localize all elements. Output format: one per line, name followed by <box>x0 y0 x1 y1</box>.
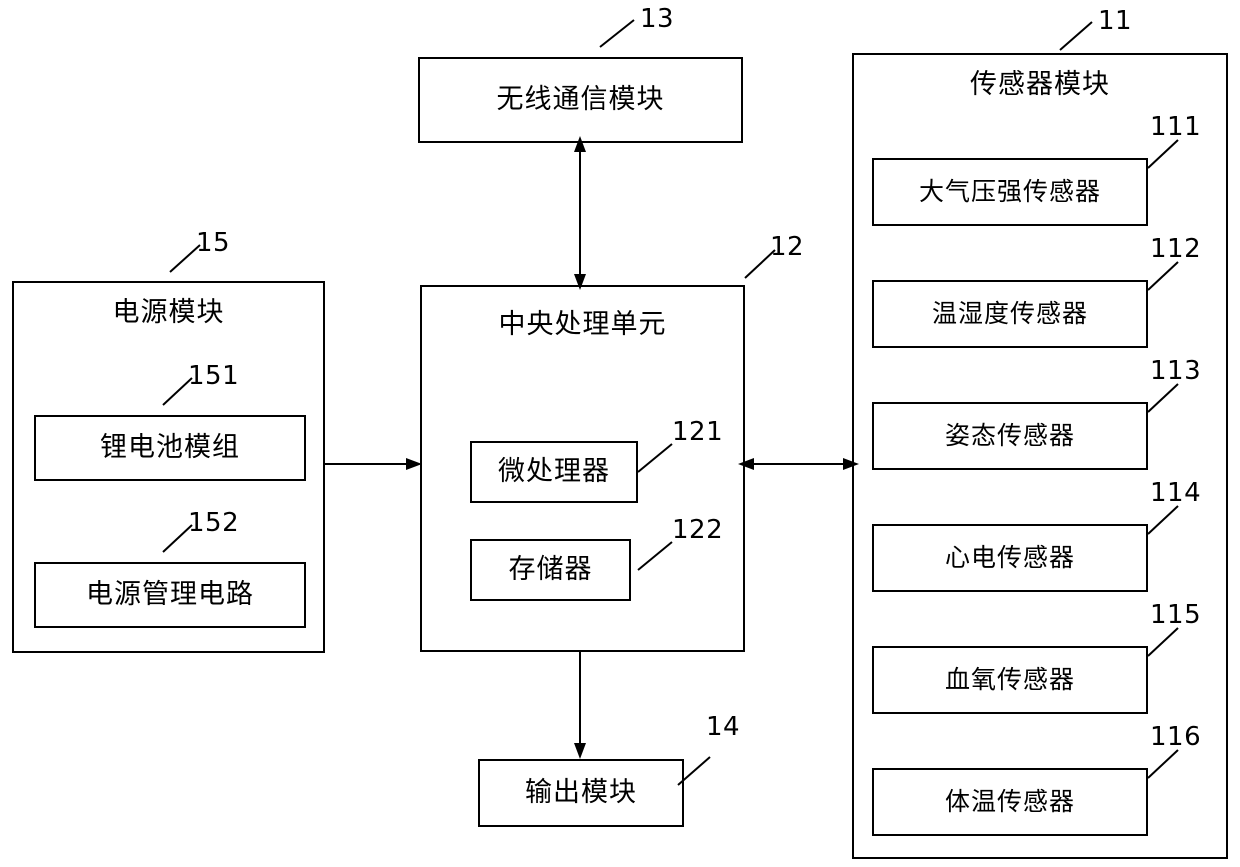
block-power-management-circuit[interactable]: 电源管理电路 <box>34 562 306 628</box>
block-power-module-label: 电源模块 <box>112 297 225 328</box>
ref-number-111: 111 <box>1150 112 1202 142</box>
block-sensor-attitude[interactable]: 姿态传感器 <box>872 402 1148 470</box>
block-sensor-blood-oxygen[interactable]: 血氧传感器 <box>872 646 1148 714</box>
block-sensor-module-label: 传感器模块 <box>970 69 1110 100</box>
block-lithium-battery-pack-label: 锂电池模组 <box>100 431 240 463</box>
ref-number-152: 152 <box>188 508 240 538</box>
block-sensor-attitude-label: 姿态传感器 <box>944 421 1075 450</box>
block-output-module-label: 输出模块 <box>525 776 637 808</box>
block-sensor-ecg[interactable]: 心电传感器 <box>872 524 1148 592</box>
block-lithium-battery-pack[interactable]: 锂电池模组 <box>34 415 306 481</box>
block-sensor-body-temperature[interactable]: 体温传感器 <box>872 768 1148 836</box>
ref-number-113: 113 <box>1150 356 1202 386</box>
block-sensor-blood-oxygen-label: 血氧传感器 <box>944 665 1075 694</box>
ref-number-115: 115 <box>1150 600 1202 630</box>
block-microprocessor[interactable]: 微处理器 <box>470 441 638 503</box>
block-output-module[interactable]: 输出模块 <box>478 759 684 827</box>
ref-number-13: 13 <box>640 4 675 34</box>
block-wireless-module-label: 无线通信模块 <box>496 83 665 115</box>
ref-number-112: 112 <box>1150 234 1202 264</box>
block-memory-label: 存储器 <box>508 553 593 585</box>
block-microprocessor-label: 微处理器 <box>498 455 610 487</box>
ref-number-15: 15 <box>196 228 231 258</box>
block-sensor-atmospheric-pressure-label: 大气压强传感器 <box>918 177 1101 206</box>
block-sensor-ecg-label: 心电传感器 <box>944 543 1075 572</box>
block-wireless-module[interactable]: 无线通信模块 <box>418 57 743 143</box>
ref-number-11: 11 <box>1098 6 1133 36</box>
ref-number-151: 151 <box>188 361 240 391</box>
block-sensor-body-temperature-label: 体温传感器 <box>944 787 1075 816</box>
block-power-management-circuit-label: 电源管理电路 <box>86 578 254 610</box>
ref-number-121: 121 <box>672 417 724 447</box>
block-power-module[interactable]: 电源模块 <box>12 281 325 653</box>
block-sensor-module[interactable]: 传感器模块 <box>852 53 1228 859</box>
block-memory[interactable]: 存储器 <box>470 539 631 601</box>
block-sensor-atmospheric-pressure[interactable]: 大气压强传感器 <box>872 158 1148 226</box>
ref-number-12: 12 <box>770 232 805 262</box>
block-sensor-temperature-humidity[interactable]: 温湿度传感器 <box>872 280 1148 348</box>
block-sensor-temperature-humidity-label: 温湿度传感器 <box>931 299 1088 328</box>
ref-number-122: 122 <box>672 515 724 545</box>
block-cpu[interactable]: 中央处理单元 <box>420 285 745 652</box>
ref-number-114: 114 <box>1150 478 1202 508</box>
block-cpu-label: 中央处理单元 <box>498 309 667 340</box>
ref-number-14: 14 <box>706 712 741 742</box>
ref-number-116: 116 <box>1150 722 1202 752</box>
